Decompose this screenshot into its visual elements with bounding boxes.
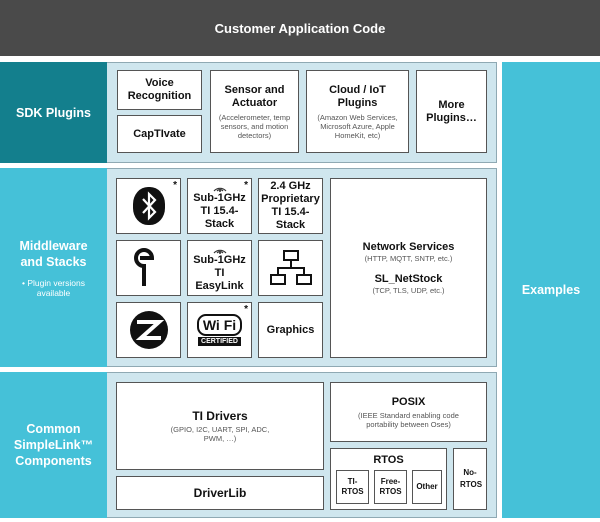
voice-recognition-label: Voice Recognition	[127, 77, 192, 102]
wifi-box: * Wi Fi CERTIFIED	[187, 302, 252, 358]
network-topology-box	[258, 240, 323, 296]
more-plugins-label: More Plugins…	[426, 98, 477, 124]
wireless-signal-icon	[211, 244, 229, 254]
posix-subtitle: (IEEE Standard enabling code portability…	[358, 410, 459, 429]
bluetooth-box: *	[116, 178, 181, 234]
free-rtos-box: Free-RTOS	[374, 470, 407, 504]
network-topology-icon	[269, 250, 312, 286]
graphics-box: Graphics	[258, 302, 323, 358]
plugin-star: *	[244, 304, 248, 315]
cloud-iot-subtitle: (Amazon Web Services, Microsoft Azure, A…	[317, 112, 398, 140]
other-rtos-box: Other	[412, 470, 442, 504]
cloud-iot-box: Cloud / IoT Plugins (Amazon Web Services…	[306, 70, 409, 153]
graphics-label: Graphics	[266, 323, 315, 336]
no-rtos-box: No-RTOS	[453, 448, 487, 510]
network-services-box: Network Services (HTTP, MQTT, SNTP, etc.…	[330, 178, 487, 358]
thread-box	[116, 240, 181, 296]
captivate-label: CapTIvate	[133, 127, 186, 140]
zigbee-box	[116, 302, 181, 358]
sub1ghz-easylink-box: Sub-1GHz TI EasyLink	[187, 240, 252, 296]
captivate-box: CapTIvate	[117, 115, 202, 153]
wifi-certified-text: CERTIFIED	[198, 337, 241, 346]
middleware-label: Middleware and Stacks	[19, 238, 88, 269]
posix-title: POSIX	[391, 395, 426, 408]
sensor-actuator-box: Sensor and Actuator (Accelerometer, temp…	[210, 70, 299, 153]
wireless-signal-icon	[211, 182, 229, 192]
sdk-plugins-label: SDK Plugins	[15, 105, 91, 120]
sensor-actuator-subtitle: (Accelerometer, temp sensors, and motion…	[218, 112, 291, 140]
no-rtos-label: No-RTOS	[460, 468, 483, 489]
posix-box: POSIX (IEEE Standard enabling code porta…	[330, 382, 487, 442]
ti-rtos-box: TI-RTOS	[336, 470, 369, 504]
sub1ghz-easylink-label: Sub-1GHz TI EasyLink	[193, 253, 246, 292]
sensor-actuator-title: Sensor and Actuator	[224, 83, 285, 109]
thread-icon	[133, 248, 164, 288]
customer-application-code-label: Customer Application Code	[214, 20, 386, 36]
sdk-plugins-label-block: SDK Plugins	[0, 62, 107, 163]
ti-rtos-label: TI-RTOS	[341, 477, 364, 496]
sl-netstock-title: SL_NetStock	[374, 273, 443, 285]
ti-drivers-subtitle: (GPIO, I2C, UART, SPI, ADC, PWM, …)	[170, 425, 270, 443]
common-components-label: Common SimpleLink™ Components	[13, 422, 94, 468]
common-components-label-block: Common SimpleLink™ Components	[0, 372, 107, 518]
driverlib-label: DriverLib	[193, 486, 247, 500]
customer-application-code-bar: Customer Application Code	[0, 0, 600, 56]
sl-netstock-subtitle: (TCP, TLS, UDP, etc.)	[372, 286, 445, 295]
plugin-star: *	[173, 180, 177, 191]
examples-label: Examples	[521, 283, 581, 297]
wifi-logo-text: Wi Fi	[196, 314, 243, 336]
plugin-versions-note: • Plugin versions available	[22, 277, 85, 298]
voice-recognition-box: Voice Recognition	[117, 70, 202, 110]
ti-drivers-box: TI Drivers (GPIO, I2C, UART, SPI, ADC, P…	[116, 382, 324, 470]
proprietary-box: 2.4 GHz Proprietary TI 15.4-Stack	[258, 178, 323, 234]
sub1ghz-stack-label: Sub-1GHz TI 15.4-Stack	[193, 191, 246, 230]
more-plugins-box: More Plugins…	[416, 70, 487, 153]
free-rtos-label: Free-RTOS	[379, 477, 402, 496]
driverlib-box: DriverLib	[116, 476, 324, 510]
examples-column: Examples	[502, 62, 600, 518]
bluetooth-icon	[132, 186, 166, 226]
ti-drivers-title: TI Drivers	[192, 409, 248, 423]
cloud-iot-title: Cloud / IoT Plugins	[329, 83, 386, 109]
middleware-label-block: Middleware and Stacks • Plugin versions …	[0, 168, 107, 367]
network-services-subtitle: (HTTP, MQTT, SNTP, etc.)	[364, 254, 453, 263]
proprietary-label: 2.4 GHz Proprietary TI 15.4-Stack	[261, 180, 320, 231]
plugin-star: *	[244, 180, 248, 191]
sub1ghz-stack-box: * Sub-1GHz TI 15.4-Stack	[187, 178, 252, 234]
rtos-title: RTOS	[373, 454, 404, 466]
network-services-title: Network Services	[362, 241, 455, 253]
zigbee-icon	[129, 310, 169, 350]
other-rtos-label: Other	[416, 482, 438, 491]
wifi-certified-icon: Wi Fi CERTIFIED	[196, 314, 243, 346]
